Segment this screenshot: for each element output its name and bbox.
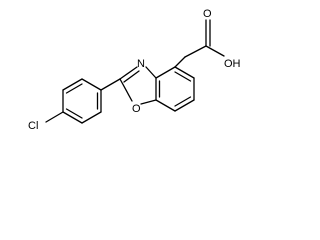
chlorophenyl-ring [62,78,102,124]
bond [155,99,176,112]
carbonyl-oxygen-atom-label: O [203,8,212,20]
bond [119,78,133,102]
bond [174,66,195,79]
bond [174,56,186,68]
bond [100,78,121,91]
acetic-acid-chain [174,19,225,68]
bond [45,111,64,123]
double-bond [65,108,83,119]
bond [81,78,102,91]
double-bond [174,96,192,107]
bond [184,45,207,58]
double-bond [123,70,140,83]
bond [205,45,225,57]
bond [62,111,83,124]
double-bond [174,71,192,82]
bond [62,78,83,91]
oxazole-ring [119,66,157,105]
chlorine-atom-label: Cl [28,120,38,132]
ring-oxygen-atom-label: O [132,103,141,115]
bond [81,111,102,124]
double-bond [65,83,83,94]
benzo-ring [155,66,195,112]
bond [140,99,157,105]
hydroxyl-atom-label: OH [224,58,241,70]
double-bond [119,66,138,80]
nitrogen-atom-label: N [137,58,145,70]
bond [145,66,157,79]
bond [174,99,195,112]
molecule-structure: Cl N O OH O [28,8,241,132]
bond [155,66,176,79]
